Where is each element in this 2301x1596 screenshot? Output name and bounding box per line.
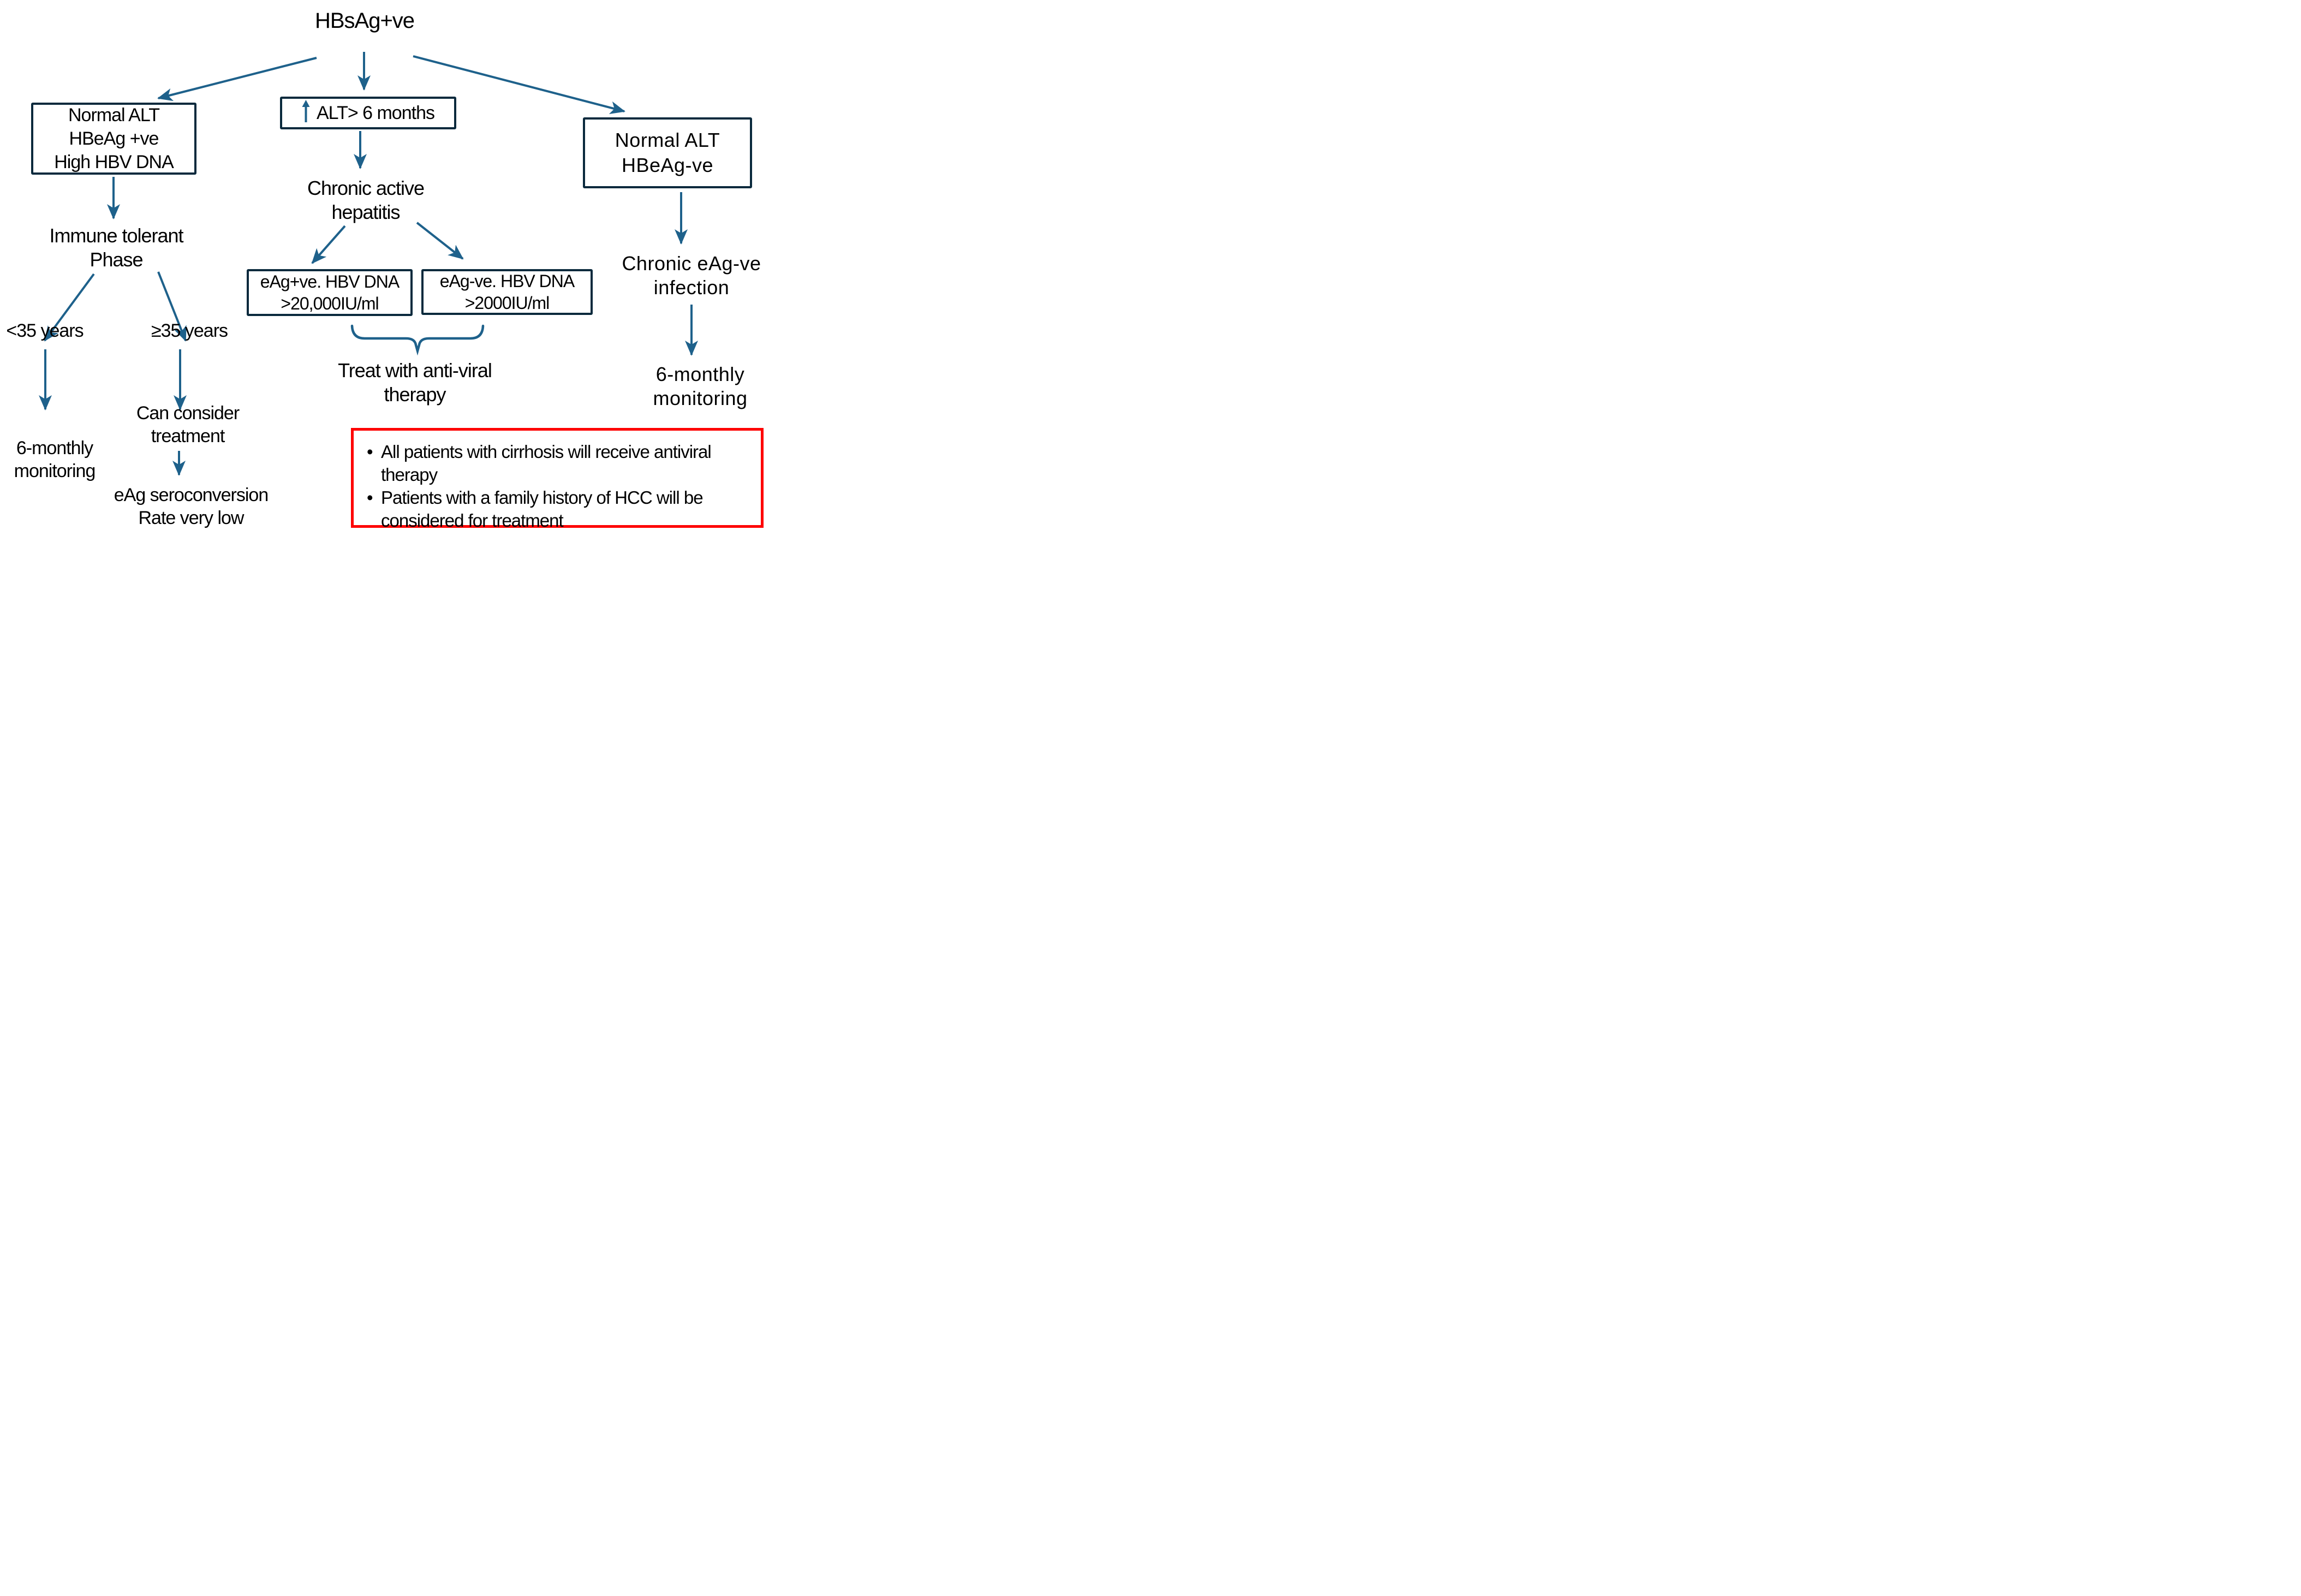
node-immune-tolerant-phase: Immune tolerant Phase <box>49 224 183 272</box>
flowchart-canvas: HBsAg+ve Normal ALT HBeAg +ve High HBV D… <box>0 0 767 532</box>
node-root-hbsag: HBsAg+ve <box>314 9 415 33</box>
node-monitoring-right: 6-monthly monitoring <box>653 362 747 410</box>
node-can-consider-treatment: Can consider treatment <box>136 402 240 448</box>
label-line: Immune tolerant <box>49 224 183 247</box>
label-line: Phase <box>90 248 143 271</box>
bullet-icon: • <box>367 487 373 508</box>
alert-bullet-text: Patients with a family history of HCC wi… <box>381 487 704 531</box>
brace-treat-group <box>350 324 485 356</box>
label-line: Chronic active <box>307 177 425 199</box>
label-line: 6-monthly <box>16 438 93 458</box>
box-line: >2000IU/ml <box>464 293 550 313</box>
alert-bullet-text: All patients with cirrhosis will receive… <box>381 442 712 485</box>
box-line: High HBV DNA <box>54 151 174 172</box>
label-line: Rate very low <box>138 508 245 528</box>
arrow-root-to-left-box <box>157 57 317 102</box>
label-line: therapy <box>384 383 446 406</box>
label-line: eAg seroconversion <box>114 485 269 505</box>
label-line: infection <box>653 276 730 299</box>
box-line: eAg+ve. HBV DNA <box>260 272 400 291</box>
box-line: HBeAg +ve <box>69 128 159 149</box>
box-line: ALT> 6 months <box>317 102 435 123</box>
node-box-normal-alt-hbeag-neg: Normal ALT HBeAg-ve <box>583 117 752 188</box>
label-line: treatment <box>151 426 225 446</box>
box-line: Normal ALT <box>615 129 720 151</box>
node-chronic-active-hepatitis: Chronic active hepatitis <box>307 176 425 224</box>
node-box-eag-positive-dna: eAg+ve. HBV DNA >20,000IU/ml <box>247 269 413 316</box>
alert-note-box: • All patients with cirrhosis will recei… <box>351 428 764 531</box>
alert-bullet-item: • Patients with a family history of HCC … <box>367 486 750 532</box>
label-line: hepatitis <box>331 201 400 223</box>
alert-bullet-item: • All patients with cirrhosis will recei… <box>367 440 750 486</box>
label-line: monitoring <box>653 387 748 409</box>
node-over-35-years: ≥35 years <box>151 320 228 341</box>
arrow-chronic-to-eagpos <box>311 225 346 264</box>
label-line: Chronic eAg-ve <box>622 252 761 275</box>
node-under-35-years: <35 years <box>6 320 84 341</box>
node-monitoring-left: 6-monthly monitoring <box>14 437 96 483</box>
bullet-icon: • <box>367 442 373 462</box>
box-line: >20,000IU/ml <box>281 294 379 313</box>
label-line: Can consider <box>136 403 240 424</box>
label-line: Treat with anti-viral <box>338 359 492 382</box>
node-treat-antiviral-therapy: Treat with anti-viral therapy <box>338 359 492 407</box>
label-line: monitoring <box>14 461 96 481</box>
box-line: Normal ALT <box>68 104 160 126</box>
box-line: HBeAg-ve <box>621 154 714 176</box>
node-eag-seroconversion: eAg seroconversion Rate very low <box>114 484 269 529</box>
up-arrow-icon <box>302 99 310 129</box>
node-box-normal-alt-hbeag-pos: Normal ALT HBeAg +ve High HBV DNA <box>31 103 196 175</box>
box-line: eAg-ve. HBV DNA <box>439 271 575 291</box>
node-chronic-eag-neg-infection: Chronic eAg-ve infection <box>622 252 761 300</box>
label-line: 6-monthly <box>655 363 745 385</box>
node-box-alt-6-months: ALT> 6 months <box>280 97 456 129</box>
node-box-eag-negative-dna: eAg-ve. HBV DNA >2000IU/ml <box>421 269 593 315</box>
arrow-chronic-to-eagneg <box>416 222 464 260</box>
